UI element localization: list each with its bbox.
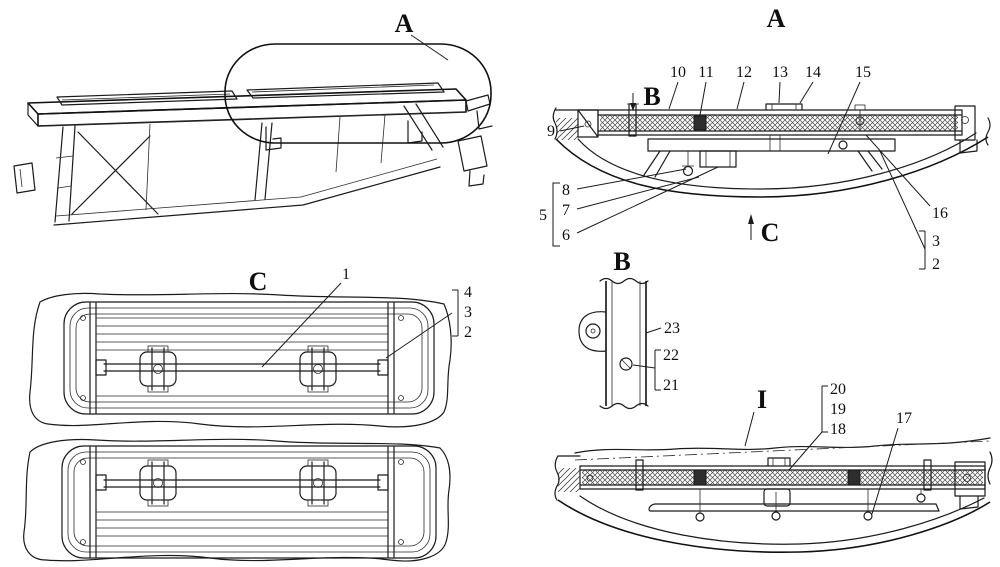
callouts-top: 10 11 12 13 14 15	[668, 64, 871, 155]
detail-b-view: B 23 22 21	[578, 247, 680, 410]
callout-13: 13	[772, 64, 788, 81]
set-screw	[619, 357, 633, 371]
plane-b-label: B	[643, 82, 660, 111]
lid-plan-bottom	[23, 438, 451, 562]
clamp-left	[139, 459, 177, 507]
hatch-lid-left	[56, 90, 238, 106]
pin-right	[923, 459, 932, 491]
callout-10: 10	[670, 64, 686, 81]
section-plane-c: C	[748, 214, 779, 247]
callout-12: 12	[736, 64, 752, 81]
view-i-title: I	[757, 385, 767, 414]
callout-21: 21	[663, 377, 679, 394]
lid-plan-top	[29, 292, 452, 428]
under-support	[643, 138, 896, 178]
balloon-label-a: A	[395, 9, 414, 38]
clamp-right	[299, 459, 337, 507]
clamp-rod	[95, 359, 389, 376]
latch-block-left	[693, 469, 707, 486]
group-bracket-5	[552, 182, 560, 247]
overview-view: A	[13, 9, 493, 226]
callouts-b: 23 22 21	[632, 320, 680, 394]
group-bracket-right	[919, 230, 926, 270]
view-i: I	[554, 381, 993, 554]
top-cap	[765, 103, 803, 151]
callout-5: 5	[539, 207, 547, 224]
view-b-title: B	[613, 247, 630, 276]
center-cap-i	[763, 457, 791, 507]
plane-c-label: C	[761, 218, 780, 247]
group-bracket	[821, 385, 828, 433]
callout-18: 18	[830, 421, 846, 438]
callout-7: 7	[562, 202, 570, 219]
callouts-right-bracket: 4 3 2	[385, 284, 472, 359]
callout-14: 14	[805, 64, 821, 81]
callout-9-group: 9	[547, 123, 585, 140]
callout-17-group: 17	[871, 410, 912, 515]
left-hinge-i	[554, 455, 594, 501]
clamp-left	[139, 345, 177, 393]
deck	[27, 88, 467, 127]
break-outline	[23, 438, 451, 562]
callout-11: 11	[698, 64, 713, 81]
callout-16: 16	[932, 205, 948, 222]
view-a-title: A	[767, 4, 786, 33]
plan-c-view: C	[23, 266, 472, 562]
callout-4: 4	[464, 284, 472, 301]
detail-a-view: A	[539, 4, 991, 273]
view-i-title-group: I	[744, 385, 767, 447]
hull-bottom-i	[557, 495, 991, 554]
callout-15: 15	[855, 64, 871, 81]
clamp-right	[299, 345, 337, 393]
callout-8: 8	[562, 182, 570, 199]
callout-6: 6	[562, 227, 570, 244]
group-bracket	[452, 289, 459, 337]
callout-20: 20	[830, 381, 846, 398]
bracket-tab	[578, 311, 607, 352]
callouts-i-bracket: 20 19 18	[788, 381, 846, 471]
panel-sandwich	[555, 109, 963, 136]
latch-block	[693, 115, 707, 131]
callouts-right-bracket: 16 3 2	[865, 134, 948, 273]
bolt-fastener	[854, 104, 866, 131]
callouts-left-bracket: 8 7 6 5	[539, 166, 719, 247]
hull-top-edge	[574, 437, 991, 461]
leader-line	[410, 34, 449, 61]
section-plane-b: B	[630, 82, 661, 111]
callout-3a: 3	[932, 233, 940, 250]
group-bracket	[654, 349, 661, 391]
callout-23: 23	[664, 320, 680, 337]
detail-a-balloon	[224, 43, 492, 144]
hull-section	[555, 132, 989, 198]
callout-19: 19	[830, 401, 846, 418]
hatch-lid-right	[246, 82, 445, 99]
support-frame	[13, 94, 493, 226]
right-end-cap	[954, 105, 991, 154]
callout-3c: 3	[464, 304, 472, 321]
under-tray	[648, 489, 940, 522]
clamp-rod	[95, 474, 389, 491]
pin-left	[635, 459, 644, 491]
callout-17: 17	[896, 410, 912, 427]
break-outline	[29, 292, 452, 428]
latch-block-right	[847, 469, 861, 486]
callout-1: 1	[342, 266, 350, 283]
left-hinge	[552, 107, 599, 140]
callout-2a: 2	[932, 256, 940, 273]
callout-22: 22	[663, 347, 679, 364]
view-c-title: C	[249, 267, 268, 296]
callout-9: 9	[547, 123, 555, 140]
callout-1-group: 1	[261, 266, 350, 368]
pivot-tube	[599, 277, 649, 410]
callout-2c: 2	[464, 324, 472, 341]
